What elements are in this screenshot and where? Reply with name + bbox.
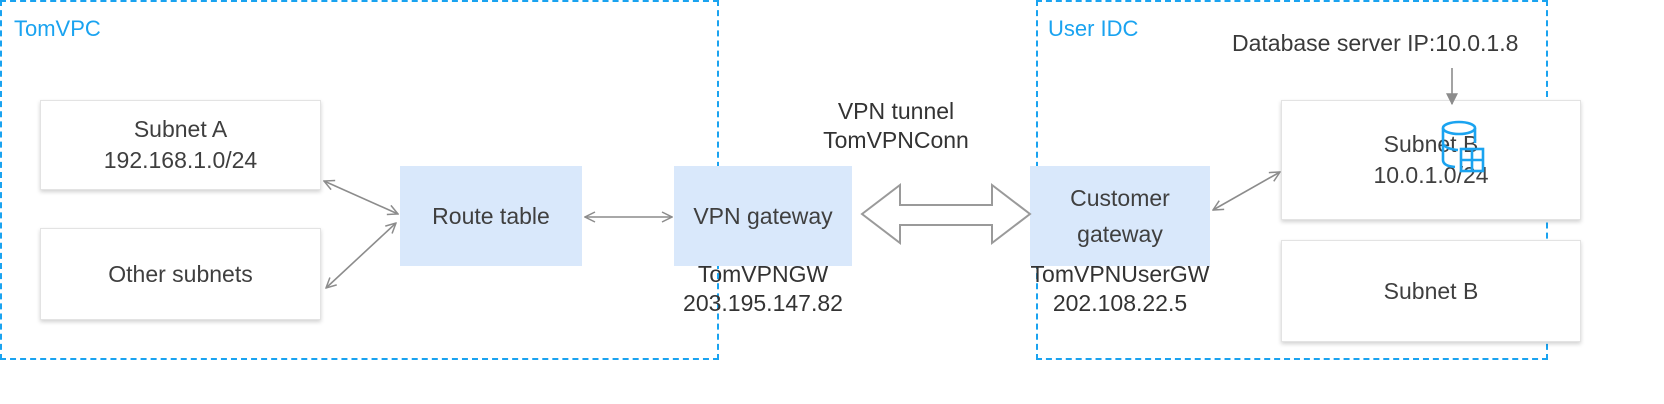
subnet-a-node[interactable]: Subnet A 192.168.1.0/24 xyxy=(40,100,321,190)
vpn-tunnel-arrow xyxy=(860,182,1032,246)
vpn-gateway-ip: 203.195.147.82 xyxy=(683,290,843,316)
customer-gateway-title-line1: Customer xyxy=(1070,185,1170,211)
customer-gateway-ip: 202.108.22.5 xyxy=(1052,290,1188,316)
subnet-b-second-node[interactable]: Subnet B xyxy=(1281,240,1581,342)
subnet-b-node[interactable]: Subnet B 10.0.1.0/24 xyxy=(1281,100,1581,220)
customer-gateway-caption: TomVPNUserGW 202.108.22.5 xyxy=(1000,260,1240,318)
vpn-gateway-node[interactable]: VPN gateway xyxy=(674,166,852,266)
subnet-b-cidr: 10.0.1.0/24 xyxy=(1373,162,1489,188)
idc-zone-label: User IDC xyxy=(1048,16,1139,41)
subnet-b-title: Subnet B xyxy=(1383,131,1479,157)
subnet-a-title: Subnet A xyxy=(133,116,228,142)
vpn-tunnel-title: VPN tunnel xyxy=(837,98,955,124)
subnet-a-cidr: 192.168.1.0/24 xyxy=(103,147,258,173)
vpn-gateway-title: VPN gateway xyxy=(693,203,833,229)
vpn-tunnel-name: TomVPNConn xyxy=(823,127,969,153)
database-server-label: Database server IP:10.0.1.8 xyxy=(1232,30,1519,56)
customer-gateway-name: TomVPNUserGW xyxy=(1030,261,1210,287)
route-table-title: Route table xyxy=(432,203,550,229)
vpn-tunnel-label: VPN tunnel TomVPNConn xyxy=(806,97,986,155)
other-subnets-node[interactable]: Other subnets xyxy=(40,228,321,320)
other-subnets-title: Other subnets xyxy=(108,260,253,287)
vpn-gateway-caption: TomVPNGW 203.195.147.82 xyxy=(630,260,896,318)
customer-gateway-node[interactable]: Customer gateway xyxy=(1030,166,1210,266)
customer-gateway-title-line2: gateway xyxy=(1077,221,1163,247)
vpn-gateway-name: TomVPNGW xyxy=(697,261,829,287)
route-table-node[interactable]: Route table xyxy=(400,166,582,266)
vpc-zone-label: TomVPC xyxy=(14,16,101,41)
subnet-b-second-title: Subnet B xyxy=(1383,277,1479,304)
